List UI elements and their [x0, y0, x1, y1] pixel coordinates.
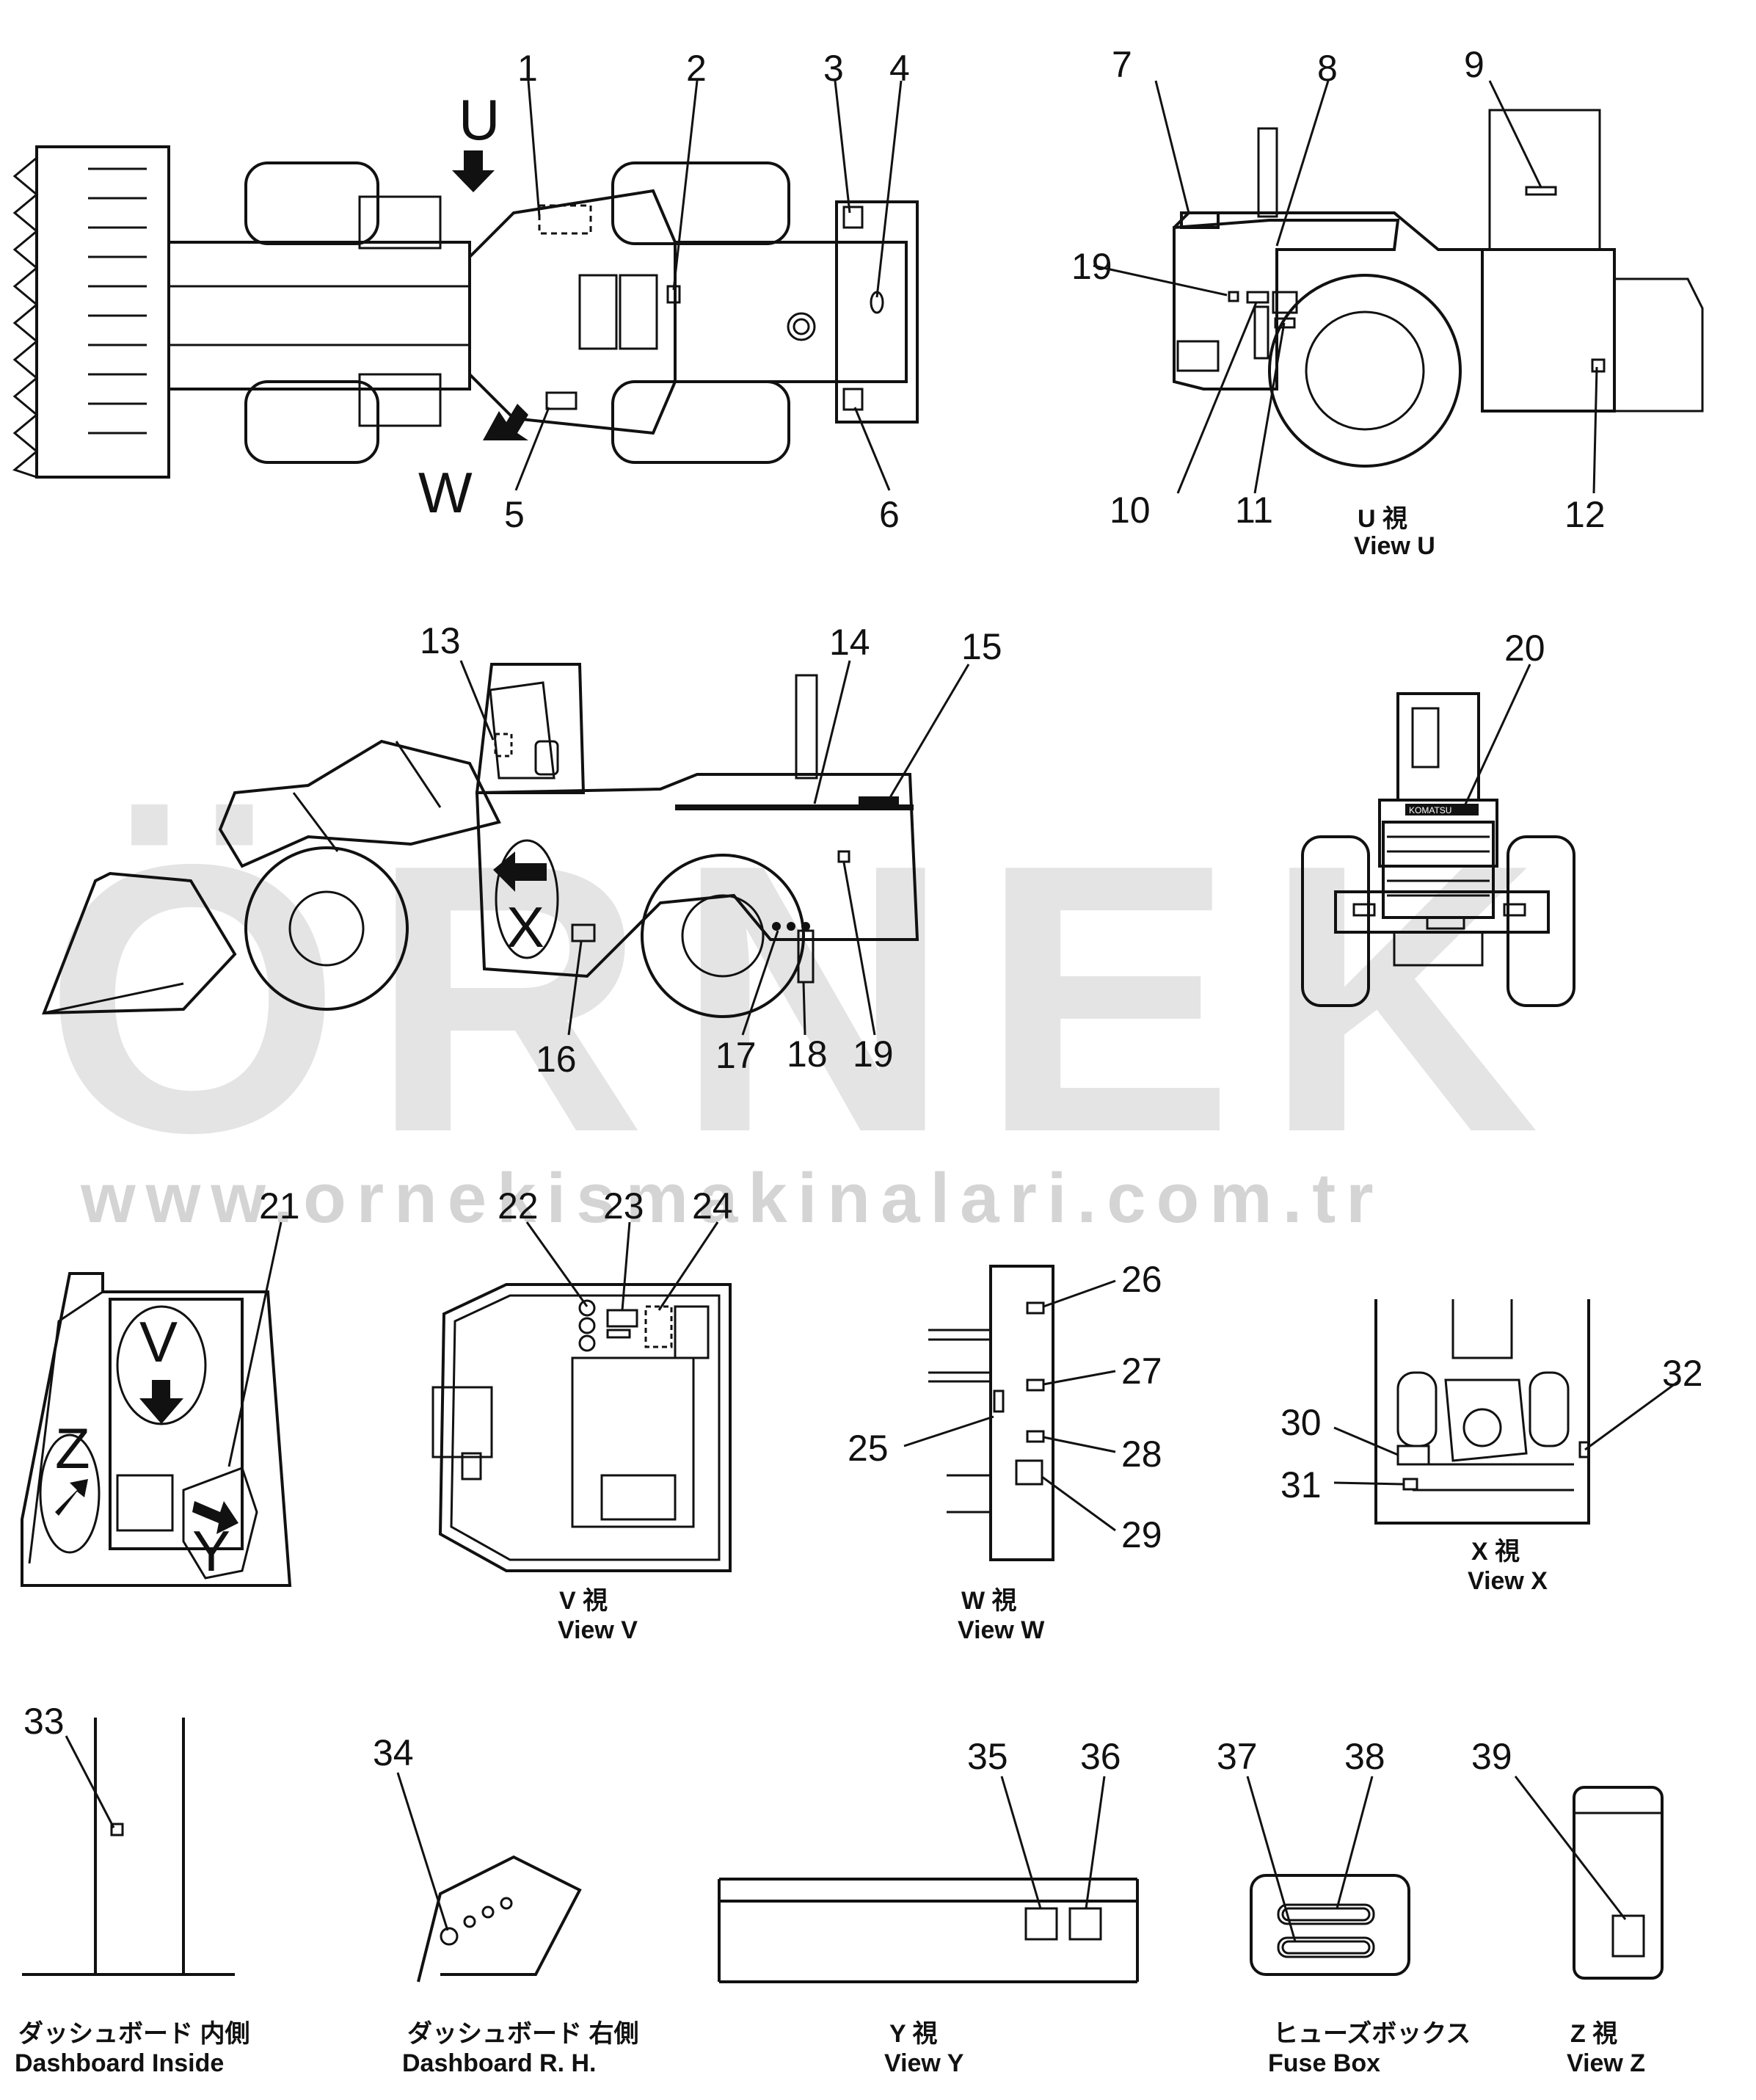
view-x-drawing: [1333, 1299, 1681, 1525]
callout-35: 35: [967, 1736, 1008, 1777]
callout-6: 6: [879, 494, 900, 535]
view-y-drawing: [718, 1776, 1139, 1983]
caption-view-w-jp: W 視: [961, 1587, 1017, 1615]
view-arrow-v-label: V: [139, 1309, 178, 1374]
callout-22: 22: [498, 1185, 539, 1227]
caption-view-z-en: View Z: [1567, 2049, 1645, 2077]
callout-9: 9: [1464, 44, 1484, 85]
callout-12: 12: [1564, 494, 1606, 535]
callout-11: 11: [1235, 490, 1273, 531]
callout-17: 17: [715, 1035, 757, 1076]
caption-dash-rh-jp: ダッシュボード 右側: [407, 2020, 638, 2048]
callout-25: 25: [848, 1428, 889, 1469]
callout-2: 2: [686, 48, 707, 89]
callout-numbers: 1 2 3 4 5 6 7 8 9 10 11 12 13 14 15 16 1…: [23, 44, 1703, 1777]
callout-15: 15: [961, 626, 1002, 667]
callout-39: 39: [1471, 1736, 1512, 1777]
callout-19-side: 19: [853, 1033, 894, 1075]
callout-33: 33: [23, 1701, 65, 1742]
callout-27: 27: [1121, 1351, 1162, 1392]
callout-3: 3: [823, 48, 844, 89]
caption-fuse-box-en: Fuse Box: [1268, 2049, 1380, 2077]
callout-24: 24: [692, 1185, 733, 1227]
caption-view-u-en: View U: [1354, 532, 1435, 560]
callout-37: 37: [1217, 1736, 1258, 1777]
view-captions: U 視 View U V 視 View V W 視 View W X 視 Vie…: [15, 505, 1645, 2077]
callout-5: 5: [504, 494, 525, 535]
callout-28: 28: [1121, 1434, 1162, 1475]
caption-view-z-jp: Z 視: [1570, 2020, 1617, 2048]
caption-fuse-box-jp: ヒューズボックス: [1273, 2019, 1471, 2048]
callout-26: 26: [1121, 1259, 1162, 1300]
caption-dash-inside-jp: ダッシュボード 内側: [18, 2020, 249, 2048]
caption-dash-inside-en: Dashboard Inside: [15, 2049, 224, 2077]
callout-30: 30: [1280, 1402, 1322, 1443]
view-w-drawing: [903, 1265, 1116, 1561]
watermark-brand: ÖRNEK: [44, 785, 1569, 1212]
dashboard-inside-drawing: [22, 1718, 235, 1976]
caption-view-w-en: View W: [958, 1616, 1045, 1644]
callout-31: 31: [1280, 1464, 1322, 1505]
view-arrow-u-label: U: [459, 87, 500, 152]
fuse-box-drawing: [1246, 1776, 1410, 1976]
callout-38: 38: [1344, 1736, 1385, 1777]
top-view-drawing: U W: [12, 80, 919, 525]
callout-36: 36: [1080, 1736, 1121, 1777]
callout-32: 32: [1662, 1353, 1703, 1394]
view-z-drawing: [1514, 1776, 1664, 1980]
caption-view-x-en: View X: [1468, 1567, 1548, 1595]
dashboard-rh-drawing: [396, 1772, 582, 1983]
cab-view-drawing: V Z Y: [21, 1221, 292, 1587]
view-arrow-x-label: X: [506, 895, 544, 959]
callout-8: 8: [1317, 48, 1338, 89]
callout-21: 21: [259, 1185, 300, 1227]
callout-7: 7: [1112, 44, 1132, 85]
callout-13: 13: [420, 620, 461, 661]
callout-29: 29: [1121, 1514, 1162, 1555]
callout-16: 16: [536, 1039, 577, 1080]
callout-1: 1: [517, 48, 538, 89]
side-view-drawing: X: [42, 660, 970, 1036]
view-arrow-y-label: Y: [192, 1519, 230, 1583]
callout-20: 20: [1504, 628, 1545, 669]
view-arrow-w-label: W: [418, 460, 473, 525]
caption-view-x-jp: X 視: [1471, 1538, 1520, 1566]
callout-18: 18: [787, 1033, 828, 1075]
front-view-drawing: KOMATSU: [1301, 664, 1575, 1007]
callout-10: 10: [1110, 490, 1151, 531]
callout-14: 14: [829, 622, 870, 663]
watermark: ÖRNEK www.ornekismakinalari.com.tr: [44, 785, 1569, 1238]
callout-4: 4: [889, 48, 910, 89]
caption-view-y-jp: Y 視: [889, 2020, 938, 2048]
caption-view-y-en: View Y: [884, 2049, 964, 2077]
view-arrow-z-label: Z: [55, 1416, 90, 1480]
callout-19-view-u: 19: [1071, 246, 1112, 287]
komatsu-badge: [1405, 804, 1479, 815]
caption-dash-rh-en: Dashboard R. H.: [402, 2049, 596, 2077]
watermark-url: www.ornekismakinalari.com.tr: [80, 1159, 1384, 1238]
callout-34: 34: [373, 1732, 414, 1773]
komatsu-badge-text: KOMATSU: [1409, 805, 1451, 815]
view-u-drawing: [1093, 80, 1704, 494]
callout-23: 23: [603, 1185, 644, 1227]
caption-view-v-en: View V: [558, 1616, 638, 1644]
view-v-drawing: [431, 1221, 732, 1572]
caption-view-v-jp: V 視: [559, 1587, 608, 1615]
caption-view-u-jp: U 視: [1358, 505, 1407, 533]
